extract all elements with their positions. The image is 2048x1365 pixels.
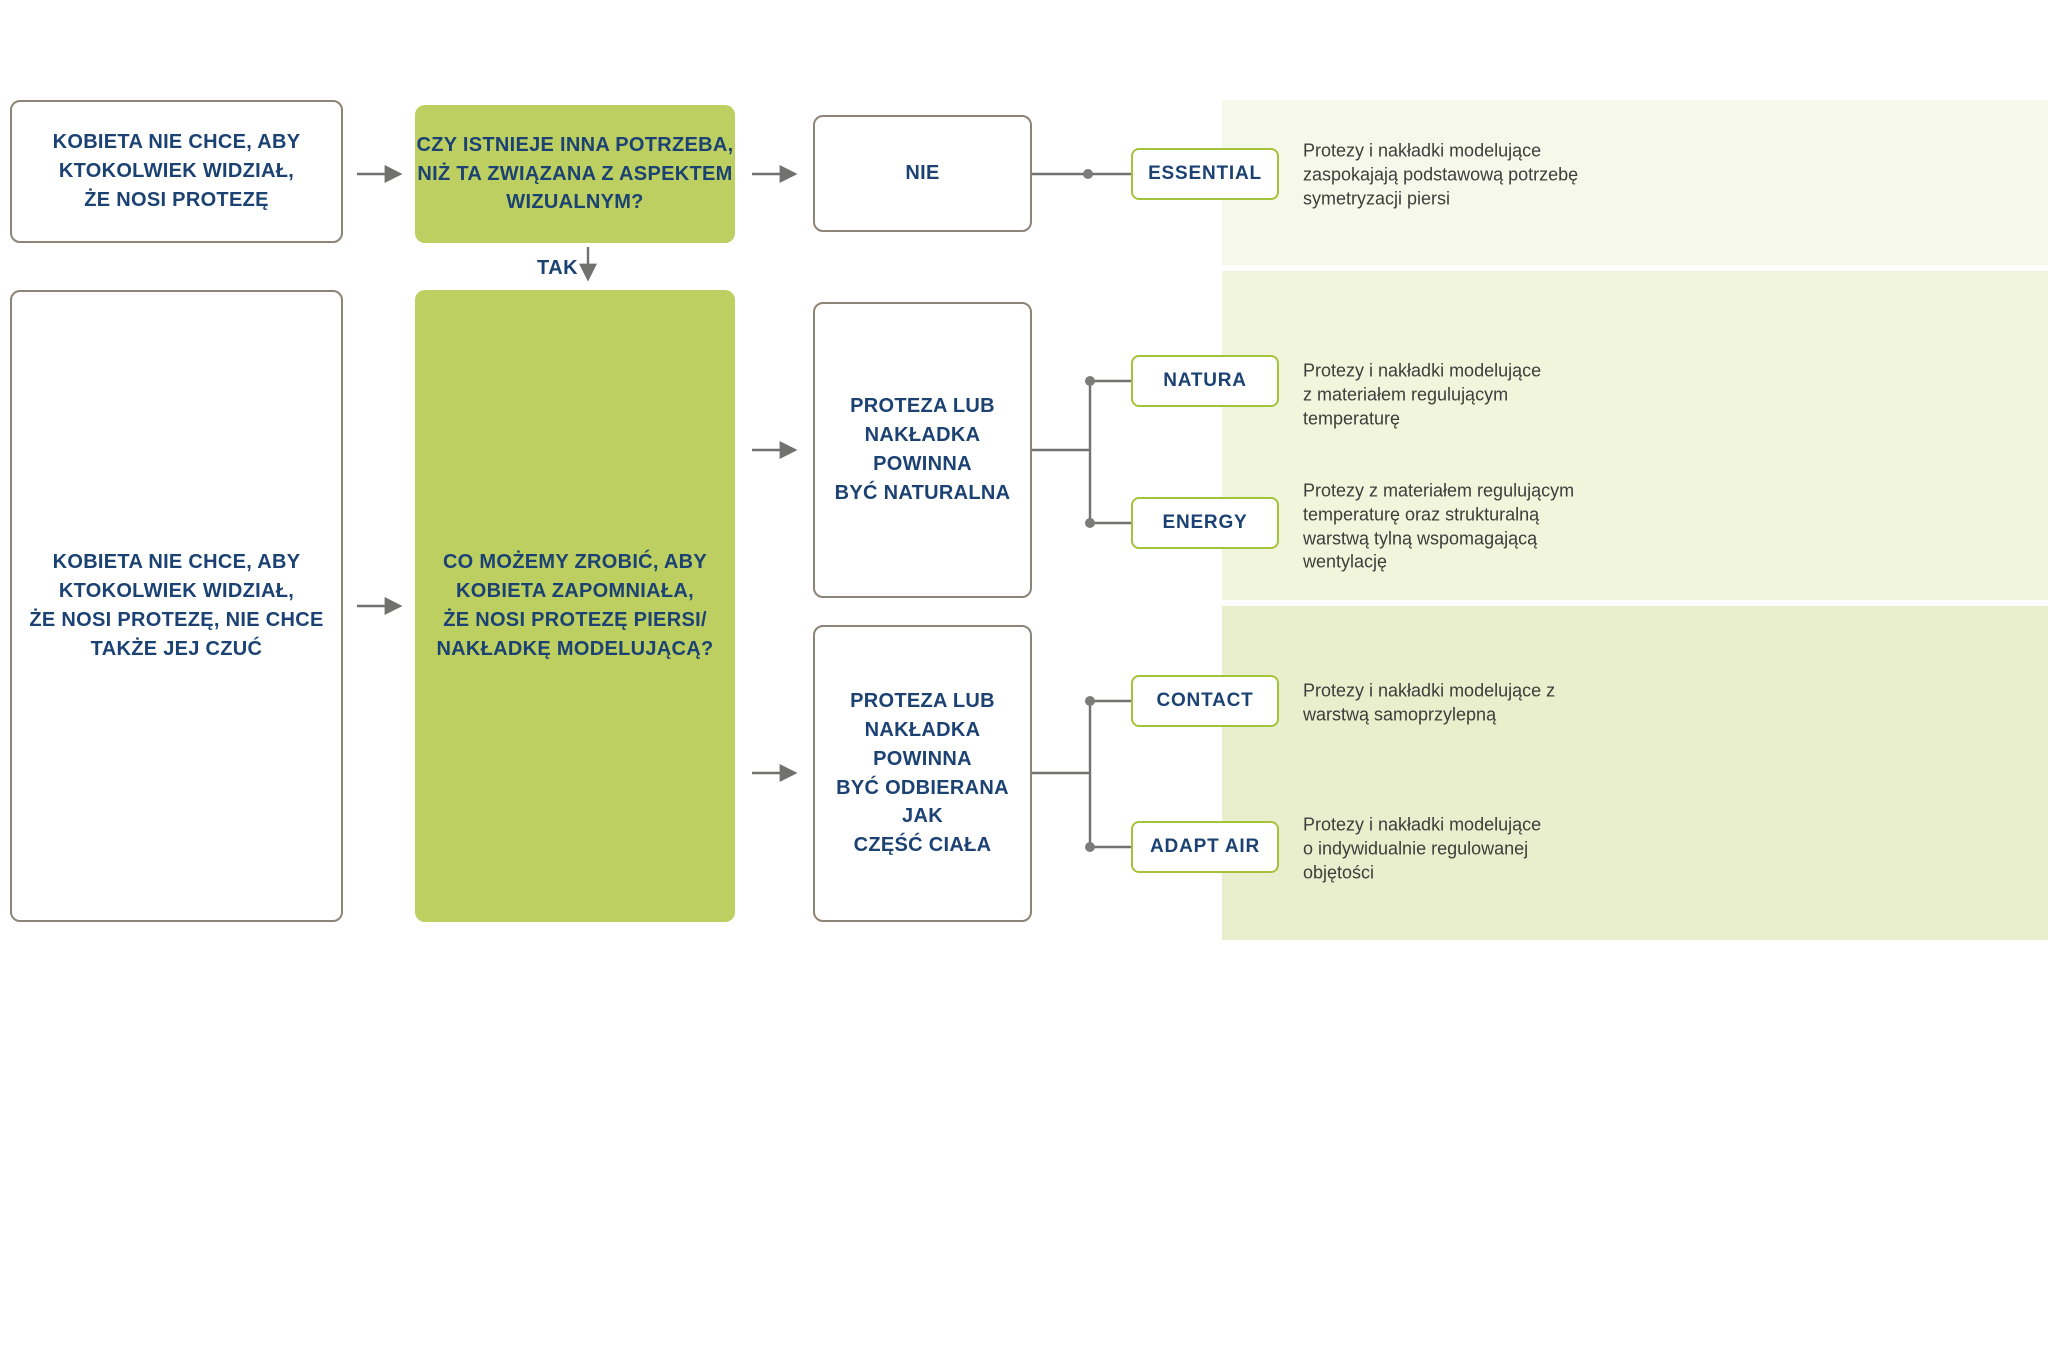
flow-box-feel-need-text: KOBIETA NIE CHCE, ABY KTOKOLWIEK WIDZIAŁ… [29,551,324,660]
legend-panel-natural [1222,271,2048,600]
flow-box-question-forget-text: CO MOŻEMY ZROBIĆ, ABY KOBIETA ZAPOMNIAŁA… [436,551,714,660]
flow-box-question-other-need-text: CZY ISTNIEJE INNA POTRZEBA, NIŻ TA ZWIĄZ… [416,133,734,214]
junction-dot-adapt-air [1085,842,1095,852]
product-pill-energy: ENERGY [1131,497,1279,549]
product-pill-natura-label: NATURA [1163,370,1247,391]
product-pill-essential: ESSENTIAL [1131,148,1279,200]
flow-label-answer-yes: TAK [537,257,579,279]
flow-box-visual-need-text: KOBIETA NIE CHCE, ABY KTOKOLWIEK WIDZIAŁ… [52,131,301,211]
product-desc-contact: Protezy i nakładki modelujące z warstwą … [1303,680,1556,724]
product-pill-adapt-air-label: ADAPT AIR [1150,836,1260,857]
product-desc-natura: Protezy i nakładki modelujące z materiał… [1303,360,1542,428]
junction-dot-essential [1083,169,1093,179]
flow-box-visual-need: KOBIETA NIE CHCE, ABY KTOKOLWIEK WIDZIAŁ… [10,100,343,243]
flow-box-answer-no: NIE [813,115,1032,232]
bracket-natural [1032,379,1131,525]
product-pill-natura: NATURA [1131,355,1279,407]
junction-dot-energy [1085,518,1095,528]
bracket-body-part [1032,699,1131,849]
product-pill-adapt-air: ADAPT AIR [1131,821,1279,873]
junction-dot-natura [1085,376,1095,386]
product-pill-contact: CONTACT [1131,675,1279,727]
flow-box-outcome-natural-text: PROTEZA LUB NAKŁADKA POWINNA BYĆ NATURAL… [834,395,1011,504]
product-desc-essential: Protezy i nakładki modelujące zaspokajaj… [1303,140,1579,208]
product-pill-energy-label: ENERGY [1162,512,1248,533]
junction-dot-contact [1085,696,1095,706]
flow-box-feel-need: KOBIETA NIE CHCE, ABY KTOKOLWIEK WIDZIAŁ… [10,290,343,922]
legend-panel-body-part [1222,606,2048,940]
legend-panel-essential [1222,100,2048,265]
flow-box-outcome-body-part-text: PROTEZA LUB NAKŁADKA POWINNA BYĆ ODBIERA… [836,690,1009,857]
flow-box-outcome-natural: PROTEZA LUB NAKŁADKA POWINNA BYĆ NATURAL… [813,302,1032,598]
flow-box-question-other-need: CZY ISTNIEJE INNA POTRZEBA, NIŻ TA ZWIĄZ… [415,105,735,243]
flow-box-answer-no-text: NIE [905,162,940,185]
product-pill-contact-label: CONTACT [1156,690,1254,711]
product-pill-essential-label: ESSENTIAL [1148,163,1262,184]
product-desc-adapt-air: Protezy i nakładki modelujące o indywidu… [1303,814,1542,882]
flow-box-question-forget: CO MOŻEMY ZROBIĆ, ABY KOBIETA ZAPOMNIAŁA… [415,290,735,922]
flow-box-outcome-body-part: PROTEZA LUB NAKŁADKA POWINNA BYĆ ODBIERA… [813,625,1032,922]
product-desc-energy: Protezy z materiałem regulującym tempera… [1303,480,1575,572]
